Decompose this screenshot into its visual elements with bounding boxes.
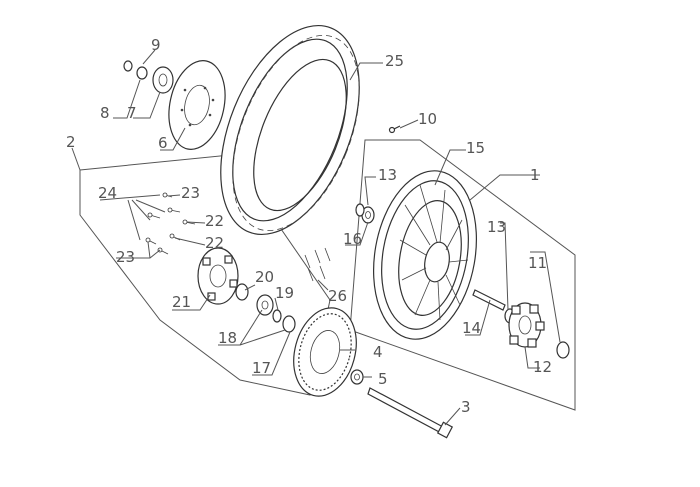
callout-1: 1 <box>530 166 540 184</box>
wheel-rim <box>372 170 478 340</box>
callout-17: 17 <box>252 359 271 377</box>
seal-17 <box>282 315 296 333</box>
callout-4: 4 <box>373 343 383 361</box>
callout-24: 24 <box>98 184 117 202</box>
callout-18: 18 <box>218 329 237 347</box>
tire <box>220 24 360 236</box>
washer <box>136 66 148 80</box>
cush-drive <box>508 302 545 348</box>
bolt-10 <box>388 125 401 134</box>
o-ring <box>556 341 570 359</box>
callout-14: 14 <box>462 319 481 337</box>
callout-5: 5 <box>378 370 388 388</box>
callout-23-top: 23 <box>181 184 200 202</box>
callout-20: 20 <box>255 268 274 286</box>
callout-15: 15 <box>466 139 485 157</box>
nut <box>123 60 133 72</box>
callout-6: 6 <box>158 134 168 152</box>
callout-11: 11 <box>528 254 547 272</box>
callout-13-left: 13 <box>378 166 397 184</box>
circlip-19 <box>272 309 282 323</box>
callout-19: 19 <box>275 284 294 302</box>
group-outline-wheel-assembly <box>349 139 576 411</box>
seal-13-left <box>355 203 365 217</box>
bearing-18 <box>256 294 274 316</box>
axle <box>367 387 454 439</box>
callout-13-right: 13 <box>487 218 506 236</box>
callout-16: 16 <box>343 230 362 248</box>
belt-pulley <box>293 307 357 397</box>
callout-25: 25 <box>385 52 404 70</box>
callout-8: 8 <box>100 104 110 122</box>
spacer-14 <box>472 289 506 311</box>
leader-lines <box>71 49 561 426</box>
callout-26: 26 <box>328 287 347 305</box>
spacer-5 <box>350 369 364 385</box>
callout-21: 21 <box>172 293 191 311</box>
callout-3: 3 <box>461 398 471 416</box>
bearing-20 <box>235 283 249 301</box>
callout-23-bottom: 23 <box>116 248 135 266</box>
callout-12: 12 <box>533 358 552 376</box>
callout-22-top: 22 <box>205 212 224 230</box>
bolt-cluster <box>145 192 196 255</box>
brake-disc <box>168 60 226 150</box>
callout-7: 7 <box>127 104 137 122</box>
callout-9: 9 <box>151 36 161 54</box>
pulley-hub <box>197 247 239 305</box>
disc-carrier <box>152 66 174 94</box>
callout-10: 10 <box>418 110 437 128</box>
callout-22-bottom: 22 <box>205 234 224 252</box>
callout-labels: 9 8 7 6 25 10 1 15 13 16 13 11 12 14 2 4… <box>66 36 552 416</box>
callout-2: 2 <box>66 133 76 151</box>
bolts-26 <box>304 247 331 282</box>
